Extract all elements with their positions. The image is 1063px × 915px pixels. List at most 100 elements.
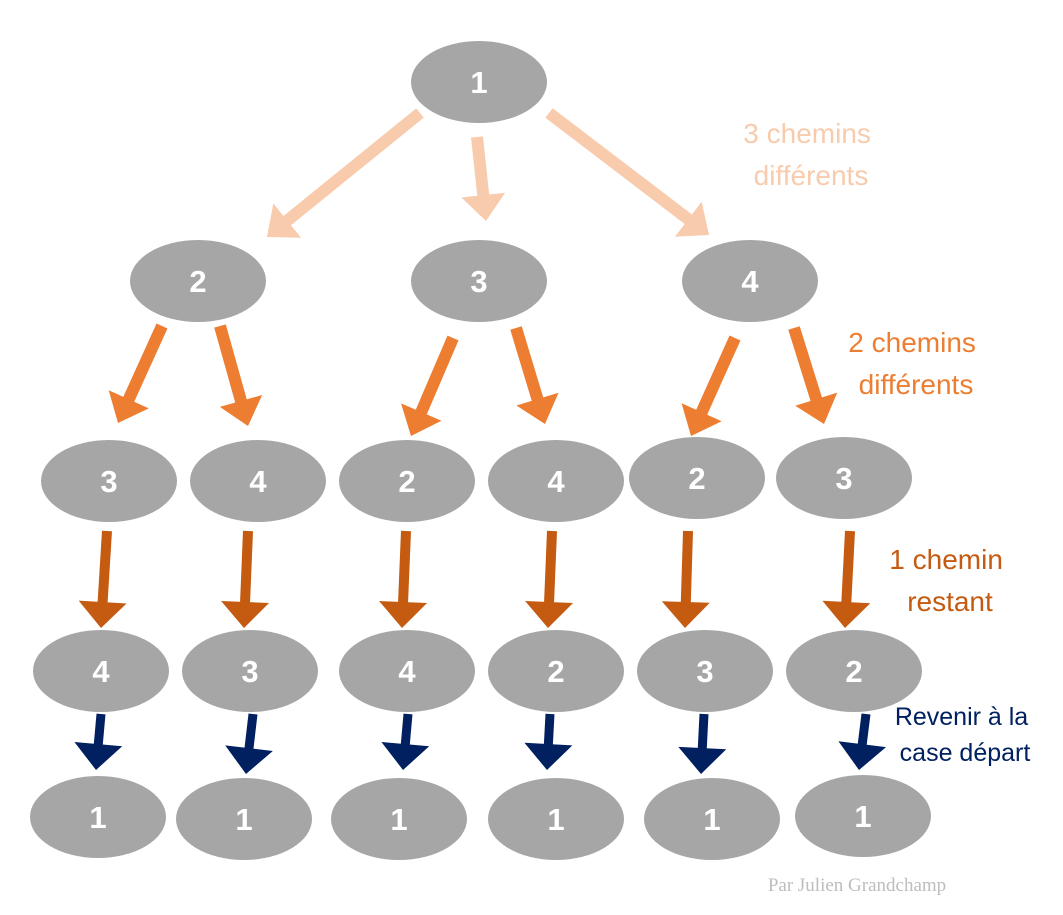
author-credit: Par Julien Grandchamp (768, 875, 946, 896)
node-l2-1: 3 (41, 440, 177, 522)
arrow-level4-1-head (74, 741, 123, 770)
arrow-level2-2-shaft (214, 324, 248, 405)
node-l2-5: 2 (629, 437, 765, 519)
node-l2-4: 4 (488, 440, 624, 522)
node-l2-6-label: 3 (835, 461, 852, 496)
arrow-level4-3-shaft (400, 713, 413, 747)
node-l3-2: 3 (182, 630, 318, 712)
node-l4-5-shape (644, 778, 780, 860)
node-l3-6-shape (786, 630, 922, 712)
nodes-layer: 1 2 3 4 3 4 2 4 (30, 41, 931, 860)
node-l3-2-shape (182, 630, 318, 712)
node-l2-5-shape (629, 437, 765, 519)
node-l4-4-shape (488, 778, 624, 860)
node-l2-2-shape (190, 440, 326, 522)
node-l4-5: 1 (644, 778, 780, 860)
arrow-level2-1-shaft (122, 323, 168, 404)
node-l2-4-shape (488, 440, 624, 522)
arrow-level3-3-head (379, 601, 428, 628)
arrow-level3-3-shaft (397, 530, 411, 605)
node-l4-6-shape (795, 775, 931, 857)
node-l1-1-shape (130, 240, 266, 322)
node-l3-2-label: 3 (241, 654, 258, 689)
arrow-level3-6-shaft (841, 530, 855, 605)
node-l3-6: 2 (786, 630, 922, 712)
node-l1-3-label: 4 (741, 264, 759, 299)
arrow-level2-4-head (516, 392, 559, 424)
arrow-level2-2-head (219, 395, 263, 426)
arrow-level3-5-shaft (680, 530, 693, 605)
node-l1-2: 3 (411, 240, 547, 322)
arrow-level3-2-shaft (239, 530, 253, 605)
node-l4-5-label: 1 (703, 802, 720, 837)
arrow-level4-5-shaft (697, 713, 709, 751)
node-l1-3-shape (682, 240, 818, 322)
arrow-level2-4-shaft (510, 326, 544, 403)
node-root: 1 (411, 41, 547, 123)
node-l3-1-label: 4 (92, 654, 110, 689)
node-l4-4-label: 1 (547, 802, 564, 837)
node-root-label: 1 (470, 65, 487, 100)
node-l3-3: 4 (339, 630, 475, 712)
node-l4-1-label: 1 (89, 800, 106, 835)
node-l1-3: 4 (682, 240, 818, 322)
label-level1-line2: différents (754, 160, 869, 191)
arrow-level1-3-shaft (545, 108, 694, 226)
arrow-level2-5-head (681, 403, 722, 436)
node-l2-5-label: 2 (688, 461, 705, 496)
arrow-level1-3-head (674, 201, 709, 237)
label-level3-line1: 1 chemin (889, 544, 1003, 575)
node-l4-6: 1 (795, 775, 931, 857)
node-l1-1: 2 (130, 240, 266, 322)
node-l4-3: 1 (331, 778, 467, 860)
node-l3-1: 4 (33, 630, 169, 712)
node-l4-2-shape (176, 778, 312, 860)
node-l2-6: 3 (776, 437, 912, 519)
node-l2-2: 4 (190, 440, 326, 522)
arrow-level2-6-head (795, 392, 838, 424)
arrow-level3-2-head (221, 601, 270, 628)
arrow-level4-4-head (524, 742, 573, 770)
node-l2-1-shape (41, 440, 177, 522)
node-l4-2: 1 (176, 778, 312, 860)
node-l4-1-shape (30, 776, 166, 858)
arrow-level4-6-head (838, 741, 887, 770)
node-l4-2-label: 1 (235, 802, 252, 837)
label-level3: 1 chemin restant (889, 544, 1010, 617)
arrow-level2-5-shaft (695, 335, 741, 417)
node-l4-6-label: 1 (854, 799, 871, 834)
node-l4-3-shape (331, 778, 467, 860)
arrow-level4-2-head (225, 745, 273, 774)
arrow-level3-1-head (78, 600, 127, 628)
node-l3-5-label: 3 (696, 654, 713, 689)
label-level4-line1: Revenir à la (895, 703, 1028, 731)
arrow-level3-4-head (525, 601, 574, 628)
node-l2-2-label: 4 (249, 464, 267, 499)
arrow-level4-2-shaft (244, 713, 258, 751)
arrow-level1-2-head (461, 192, 506, 221)
label-level2-line1: 2 chemins (848, 327, 976, 358)
node-l1-2-label: 3 (470, 264, 487, 299)
node-l3-1-shape (33, 630, 169, 712)
node-l2-6-shape (776, 437, 912, 519)
arrow-level2-3-head (401, 403, 442, 436)
node-l3-5: 3 (637, 630, 773, 712)
label-level3-line2: restant (907, 586, 993, 617)
label-level1-line1: 3 chemins (743, 118, 871, 149)
arrow-level1-2-shaft (471, 136, 490, 198)
side-labels: 3 chemins différents 2 chemins différent… (743, 118, 1030, 767)
node-l2-3-label: 2 (398, 464, 415, 499)
arrow-level3-5-head (661, 601, 710, 628)
arrow-level3-4-shaft (543, 530, 557, 605)
arrow-level1-1-shaft (281, 108, 424, 227)
arrow-level4-5-head (678, 746, 727, 774)
node-l2-1-label: 3 (100, 464, 117, 499)
arrows-layer (74, 108, 887, 774)
arrow-level2-1-head (108, 390, 149, 423)
node-l4-4: 1 (488, 778, 624, 860)
arrow-level3-1-shaft (97, 530, 112, 605)
node-l1-1-label: 2 (189, 264, 206, 299)
label-level1: 3 chemins différents (743, 118, 878, 191)
label-level2-line2: différents (859, 369, 974, 400)
